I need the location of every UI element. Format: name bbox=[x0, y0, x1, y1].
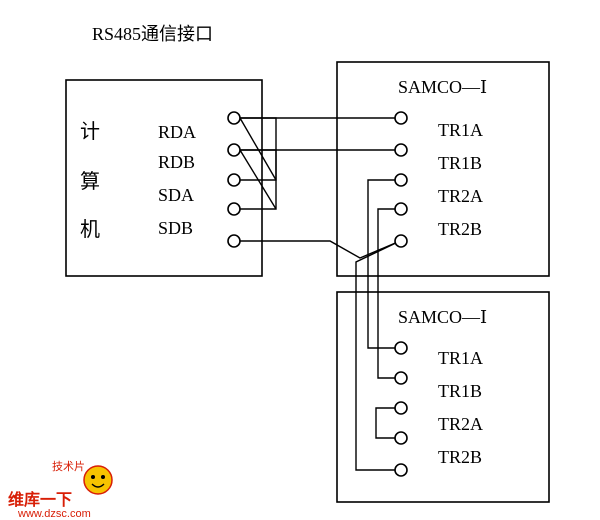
device2-pin-tr1b: TR1B bbox=[438, 381, 482, 401]
diagram-title: RS485通信接口 bbox=[92, 24, 213, 44]
wire-cross-1 bbox=[239, 117, 277, 181]
device2-pin-tr2b: TR2B bbox=[438, 447, 482, 467]
device1-box bbox=[336, 61, 550, 277]
device1-pin-tr2a: TR2A bbox=[438, 186, 483, 206]
wire-sdb-tr2b bbox=[240, 240, 401, 259]
terminal-device2-tr2b-aux bbox=[394, 431, 408, 445]
device1-pin-tr2b: TR2B bbox=[438, 219, 482, 239]
terminal-device2-tr2a bbox=[394, 401, 408, 415]
computer-pin-sdb: SDB bbox=[158, 218, 193, 238]
computer-pin-sda: SDA bbox=[158, 185, 194, 205]
wire-d1tr2b-d2tr1b bbox=[377, 208, 400, 379]
terminal-device1-tr2b bbox=[394, 234, 408, 248]
watermark-logo-text: 维库一下 bbox=[8, 490, 72, 509]
computer-label-char-1: 计 bbox=[80, 120, 100, 143]
computer-label-char-3: 机 bbox=[80, 218, 100, 241]
device2-pin-tr1a: TR1A bbox=[438, 348, 483, 368]
watermark-badge: 技术片 bbox=[52, 460, 85, 473]
device2-pin-tr2a: TR2A bbox=[438, 414, 483, 434]
terminal-computer-sda bbox=[227, 173, 241, 187]
terminal-computer-rdb bbox=[227, 143, 241, 157]
wire-d1tr2a-d2tr1a bbox=[367, 179, 400, 349]
computer-pin-rdb: RDB bbox=[158, 152, 195, 172]
wire-cross-2 bbox=[239, 149, 277, 210]
wire-d2-jumper bbox=[375, 407, 400, 439]
computer-label-char-2: 算 bbox=[80, 170, 100, 193]
terminal-device1-tr2b-aux bbox=[394, 202, 408, 216]
watermark-logo: 技术片 维库一下 www.dzsc.com bbox=[8, 460, 113, 520]
device1-name: SAMCO—Ⅰ bbox=[398, 77, 487, 97]
terminal-device2-tr1b bbox=[394, 371, 408, 385]
device1-pin-tr1a: TR1A bbox=[438, 120, 483, 140]
terminal-device1-tr1b bbox=[394, 143, 408, 157]
terminal-device2-tr2b bbox=[394, 463, 408, 477]
terminal-computer-sdb bbox=[227, 234, 241, 248]
terminal-device1-tr2a bbox=[394, 173, 408, 187]
terminal-device1-tr1a bbox=[394, 111, 408, 125]
terminal-device2-tr1a bbox=[394, 341, 408, 355]
computer-box bbox=[65, 79, 263, 277]
device2-name: SAMCO—Ⅰ bbox=[398, 307, 487, 327]
wire-d1tr2b-d2tr2b bbox=[355, 240, 401, 471]
terminal-computer-rda bbox=[227, 111, 241, 125]
watermark-url: www.dzsc.com bbox=[17, 508, 91, 520]
wiring bbox=[239, 117, 401, 471]
mascot-face-icon bbox=[83, 465, 113, 495]
computer-pin-rda: RDA bbox=[158, 122, 196, 142]
device2-box bbox=[336, 291, 550, 503]
terminal-computer-sdb-aux bbox=[227, 202, 241, 216]
device1-pin-tr1b: TR1B bbox=[438, 153, 482, 173]
